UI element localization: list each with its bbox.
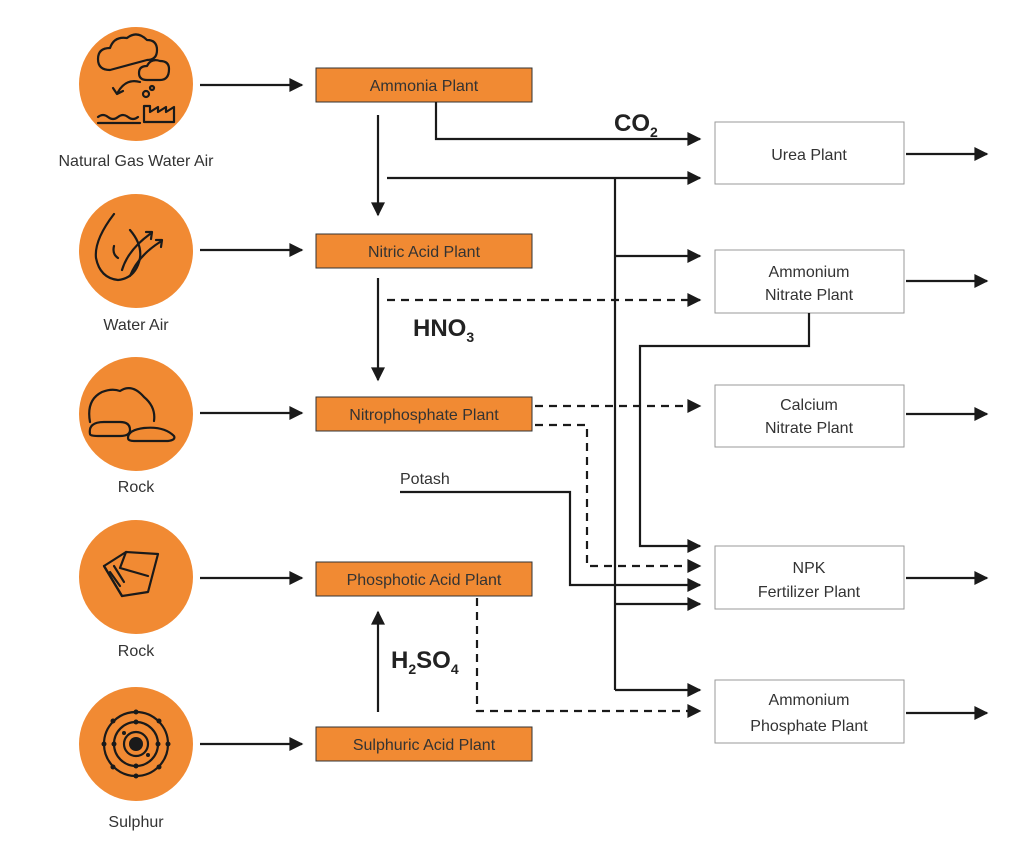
plant-box	[315, 561, 533, 597]
plant-label-line1: Calcium	[780, 397, 838, 414]
plant-box	[315, 396, 533, 432]
co2-label: CO2	[614, 110, 658, 140]
plant-label: Sulphuric Acid Plant	[353, 737, 496, 754]
source-label: Rock	[118, 643, 155, 660]
plant-box	[714, 249, 905, 314]
source-label: Water Air	[103, 317, 169, 334]
plant-ammonium-phosphate: Ammonium Phosphate Plant	[714, 679, 905, 744]
plant-nitrophosphate: Nitrophosphate Plant	[315, 396, 533, 432]
plant-box	[714, 121, 905, 185]
potash-label: Potash	[400, 471, 450, 488]
plant-label-line2: Nitrate Plant	[765, 420, 854, 437]
atom-glyph	[101, 709, 171, 779]
plant-label: Urea Plant	[771, 147, 847, 164]
h2so4-label: H2SO4	[391, 647, 459, 677]
plant-phosphotic-acid: Phosphotic Acid Plant	[315, 561, 533, 597]
rock-glyph	[88, 386, 176, 443]
plant-urea: Urea Plant	[714, 121, 905, 185]
gas-water-air-icon	[79, 27, 193, 141]
plant-box	[714, 679, 905, 744]
phosphotic-to-ammonium-phosphate-arrow	[475, 598, 702, 718]
plant-box	[714, 384, 905, 448]
potash-to-npk-arrow	[400, 490, 702, 592]
plant-label-line1: NPK	[793, 560, 826, 577]
plant-box	[315, 726, 533, 762]
rock-icon	[79, 357, 193, 471]
plant-label: Nitrophosphate Plant	[349, 407, 499, 424]
plant-nitric-acid: Nitric Acid Plant	[315, 233, 533, 269]
rock-block-icon	[79, 520, 193, 634]
plant-label-line1: Ammonium	[769, 264, 850, 281]
co2-flow-arrow	[434, 102, 702, 146]
plant-label: Phosphotic Acid Plant	[347, 572, 502, 589]
nitrophosphate-to-npk-arrow	[535, 423, 702, 573]
ammonium-nitrate-to-npk-arrow	[638, 313, 811, 553]
water-air-glyph	[94, 212, 164, 282]
plant-label-line1: Ammonium	[769, 692, 850, 709]
source-rock-2: Rock	[79, 520, 193, 660]
plant-ammonia: Ammonia Plant	[315, 67, 533, 103]
source-natural-gas-water-air: Natural Gas Water Air	[58, 27, 214, 170]
plant-label: Nitric Acid Plant	[368, 244, 481, 261]
source-label: Sulphur	[108, 814, 164, 831]
plant-box	[315, 67, 533, 103]
plant-ammonium-nitrate: Ammonium Nitrate Plant	[714, 249, 905, 314]
plant-label-line2: Fertilizer Plant	[758, 584, 861, 601]
plant-npk-fertilizer: NPK Fertilizer Plant	[714, 545, 905, 610]
plant-box	[714, 545, 905, 610]
plant-calcium-nitrate: Calcium Nitrate Plant	[714, 384, 905, 448]
plant-box	[315, 233, 533, 269]
plant-label-line2: Nitrate Plant	[765, 287, 854, 304]
plant-label: Ammonia Plant	[370, 78, 479, 95]
plant-label-line2: Phosphate Plant	[750, 718, 868, 735]
source-rock: Rock	[79, 357, 193, 496]
plant-sulphuric-acid: Sulphuric Acid Plant	[315, 726, 533, 762]
hno3-label: HNO3	[413, 315, 474, 345]
rock-block-glyph	[102, 550, 160, 598]
source-water-air: Water Air	[79, 194, 193, 334]
cloud-factory-glyph	[96, 33, 176, 125]
source-sulphur: Sulphur	[79, 687, 193, 831]
source-label: Rock	[118, 479, 155, 496]
source-label: Natural Gas Water Air	[58, 153, 214, 170]
